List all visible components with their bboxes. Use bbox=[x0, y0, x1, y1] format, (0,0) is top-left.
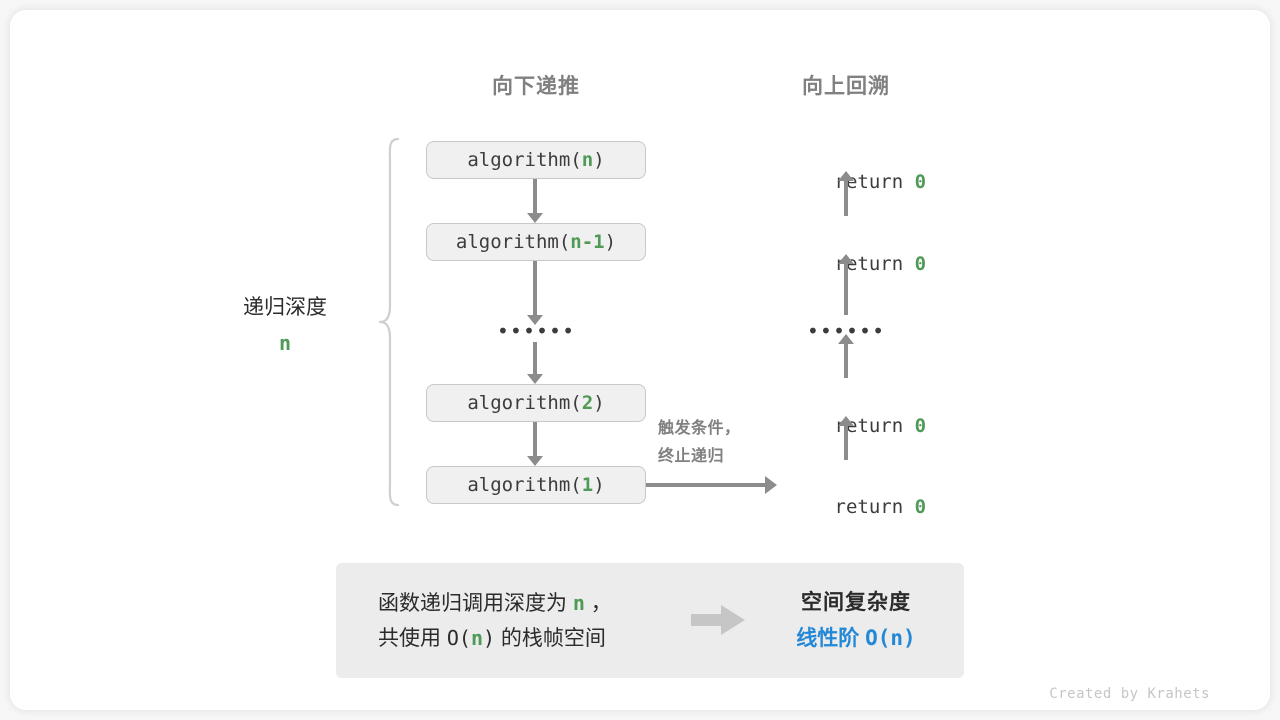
call-box-arg: 2 bbox=[581, 392, 594, 414]
call-box-arg: n bbox=[581, 149, 594, 171]
summary-line1-b: ， bbox=[584, 592, 612, 615]
summary-line2-open: O( bbox=[446, 625, 471, 650]
call-box-prefix: algorithm( bbox=[455, 231, 571, 253]
call-box-suffix: ) bbox=[593, 392, 605, 414]
return-keyword: return bbox=[834, 496, 915, 518]
summary-line1-n: n bbox=[572, 591, 585, 615]
down-arrow-2 bbox=[527, 261, 543, 325]
call-box-prefix: algorithm( bbox=[467, 474, 582, 496]
call-box-n-minus-1[interactable]: algorithm(n-1) bbox=[426, 223, 646, 261]
summary-line2-b: 的栈帧空间 bbox=[495, 626, 606, 650]
return-value: 0 bbox=[914, 496, 927, 518]
footer-credit: Created by Krahets bbox=[1049, 686, 1210, 702]
summary-line2-close: ) bbox=[482, 625, 496, 650]
complexity-title: 空间复杂度 bbox=[801, 591, 911, 614]
down-arrow-3 bbox=[527, 342, 543, 384]
complexity-result: 空间复杂度 线性阶 O(n) bbox=[766, 585, 946, 656]
up-arrow-3 bbox=[838, 334, 854, 378]
call-box-suffix: ) bbox=[593, 474, 605, 496]
up-arrow-4 bbox=[838, 416, 854, 460]
call-box-arg: 1 bbox=[581, 474, 594, 496]
heading-recurse-down: 向下递推 bbox=[492, 75, 580, 98]
summary-line1-a: 函数递归调用深度为 bbox=[378, 592, 573, 615]
terminate-condition-note: 触发条件， 终止递归 bbox=[658, 420, 741, 465]
up-arrow-1 bbox=[838, 171, 854, 216]
summary-line2-a: 共使用 bbox=[378, 626, 447, 650]
call-box-suffix: ) bbox=[604, 231, 617, 253]
complexity-order-name: 线性阶 bbox=[796, 626, 866, 650]
recursion-depth-label: 递归深度 n bbox=[210, 290, 360, 360]
call-box-prefix: algorithm( bbox=[467, 149, 582, 171]
down-arrow-4 bbox=[527, 422, 543, 466]
return-value: 0 bbox=[914, 171, 927, 193]
down-arrow-1 bbox=[527, 179, 543, 223]
ellipsis-left: •••••• bbox=[496, 319, 576, 343]
return-row-4: return 0 bbox=[746, 474, 946, 540]
base-case-arrow bbox=[646, 476, 777, 494]
complexity-big-o: O(n) bbox=[865, 625, 916, 650]
implies-arrow-icon bbox=[691, 605, 745, 635]
summary-line2-n: n bbox=[470, 625, 483, 650]
call-box-2[interactable]: algorithm(2) bbox=[426, 384, 646, 422]
summary-panel: 函数递归调用深度为 n ， 共使用 O(n) 的栈帧空间 空间复杂度 线性阶 O… bbox=[336, 563, 964, 678]
return-value: 0 bbox=[914, 415, 927, 437]
recursion-depth-brace bbox=[378, 138, 400, 506]
call-box-prefix: algorithm( bbox=[467, 392, 582, 414]
summary-description: 函数递归调用深度为 n ， 共使用 O(n) 的栈帧空间 bbox=[378, 587, 612, 656]
call-box-n[interactable]: algorithm(n) bbox=[426, 141, 646, 179]
recursion-depth-value: n bbox=[278, 330, 292, 355]
complexity-value: 线性阶 O(n) bbox=[766, 621, 946, 657]
call-box-1[interactable]: algorithm(1) bbox=[426, 466, 646, 504]
call-box-arg: n-1 bbox=[570, 231, 605, 253]
recursion-depth-text: 递归深度 bbox=[243, 296, 327, 319]
call-box-suffix: ) bbox=[593, 149, 605, 171]
return-value: 0 bbox=[914, 253, 927, 275]
heading-backtrack-up: 向上回溯 bbox=[802, 75, 890, 98]
diagram-card: 向下递推 向上回溯 递归深度 n algorithm(n) algorithm(… bbox=[10, 10, 1270, 710]
up-arrow-2 bbox=[838, 254, 854, 315]
